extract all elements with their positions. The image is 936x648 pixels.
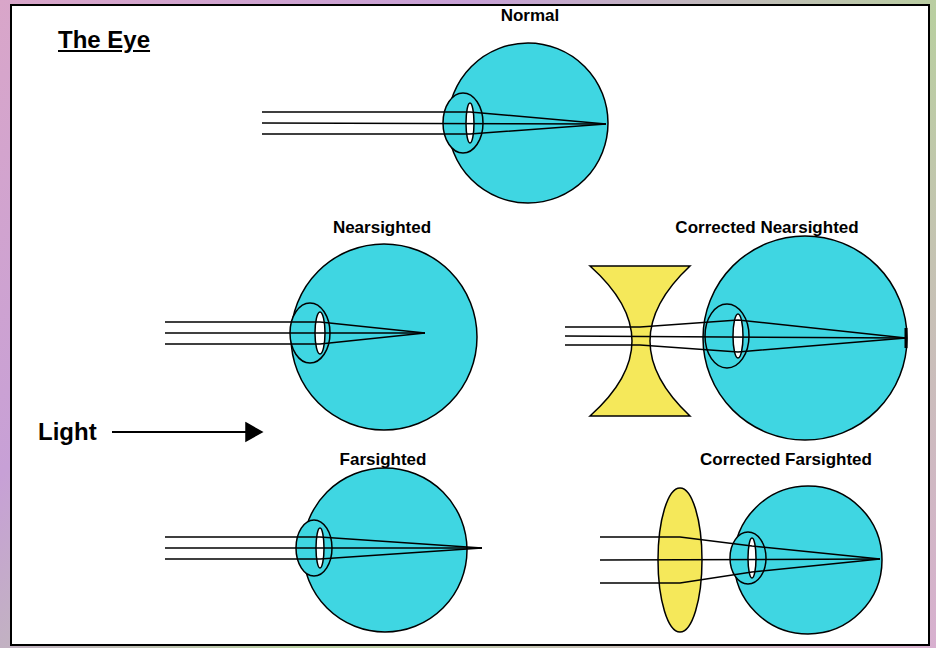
light-label: Light [38, 418, 97, 446]
eye-label: Normal [501, 6, 560, 26]
eye-label: Nearsighted [333, 218, 431, 238]
eye-label: Corrected Nearsighted [675, 218, 858, 238]
diagram-title: The Eye [58, 26, 150, 54]
eye-label: Farsighted [340, 450, 427, 470]
eye-label: Corrected Farsighted [700, 450, 872, 470]
